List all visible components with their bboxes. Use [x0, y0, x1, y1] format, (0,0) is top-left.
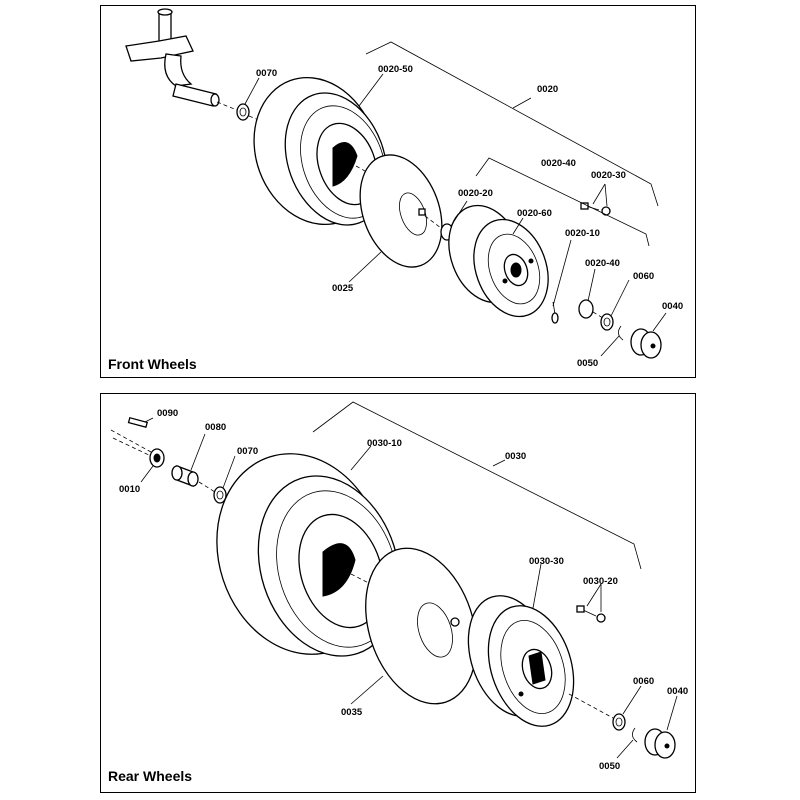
- rear-washer-0060: [612, 713, 626, 731]
- callout-0030: 0030: [505, 451, 526, 462]
- rear-washer-0070: [213, 486, 227, 504]
- callout-0030-30: 0030-30: [529, 556, 564, 567]
- callout-0090: 0090: [157, 408, 178, 419]
- front-spindle: [125, 8, 220, 107]
- rear-clip-0050: [632, 727, 638, 743]
- rear-tire-0030-10: [216, 453, 401, 657]
- callout-0020-10: 0020-10: [565, 228, 600, 239]
- callout-0020-60: 0020-60: [517, 208, 552, 219]
- rear-wheels-diagram: 0090 0080 0070 0010 0030-10 0030 0030-30…: [110, 401, 688, 772]
- callout-0010: 0010: [119, 484, 140, 495]
- callout-0020: 0020: [537, 84, 558, 95]
- front-clip-0050: [618, 325, 624, 341]
- callout-0060: 0060: [633, 676, 654, 687]
- front-wheels-title: Front Wheels: [108, 356, 197, 372]
- rear-wheels-panel: 0090 0080 0070 0010 0030-10 0030 0030-30…: [100, 393, 696, 793]
- front-rim-0020-60: [448, 204, 549, 318]
- callout-0040: 0040: [667, 686, 688, 697]
- front-bracket-0020-40: [475, 157, 650, 247]
- callout-0040: 0040: [662, 301, 683, 312]
- callout-0030-10: 0030-10: [367, 438, 402, 449]
- callout-0030-20: 0030-20: [583, 576, 618, 587]
- front-hubcap-0040: [630, 328, 662, 359]
- callout-0025: 0025: [332, 283, 354, 294]
- rear-wheels-title: Rear Wheels: [108, 768, 193, 784]
- front-washer-0060: [600, 313, 614, 331]
- callout-0060: 0060: [633, 271, 654, 282]
- callout-0020-40-bottom: 0020-40: [585, 258, 620, 269]
- rear-washer-0010: [149, 448, 165, 468]
- front-wheels-diagram: 0070 0020-50 0020 0020-40 0020-30 0020-2…: [125, 8, 683, 369]
- front-inner-tube-0025: [359, 154, 443, 268]
- rear-inner-tube-0035: [365, 547, 477, 705]
- rear-spacer-0080: [171, 465, 199, 487]
- callout-0050: 0050: [577, 358, 598, 369]
- callout-0080: 0080: [205, 422, 226, 433]
- callout-0070: 0070: [256, 68, 277, 79]
- callout-0020-40-top: 0020-40: [541, 158, 576, 169]
- callout-0020-50: 0020-50: [378, 64, 413, 75]
- front-bearing-0020-40: [578, 299, 594, 319]
- callout-0035: 0035: [341, 707, 363, 718]
- callout-0020-30: 0020-30: [591, 170, 626, 181]
- rear-hubcap-0040: [644, 728, 676, 759]
- callout-0050: 0050: [599, 761, 620, 772]
- rear-rim-0030-30: [467, 595, 575, 727]
- front-bracket-0020: [365, 41, 659, 207]
- front-wheels-panel: 0070 0020-50 0020 0020-40 0020-30 0020-2…: [100, 5, 696, 378]
- callout-0020-20: 0020-20: [458, 188, 493, 199]
- rear-bracket-0030: [312, 401, 642, 570]
- front-washer-0070: [236, 103, 250, 121]
- rear-bolt-0030-20: [576, 605, 606, 623]
- callout-0070: 0070: [237, 446, 258, 457]
- rear-pin-0090: [127, 416, 149, 429]
